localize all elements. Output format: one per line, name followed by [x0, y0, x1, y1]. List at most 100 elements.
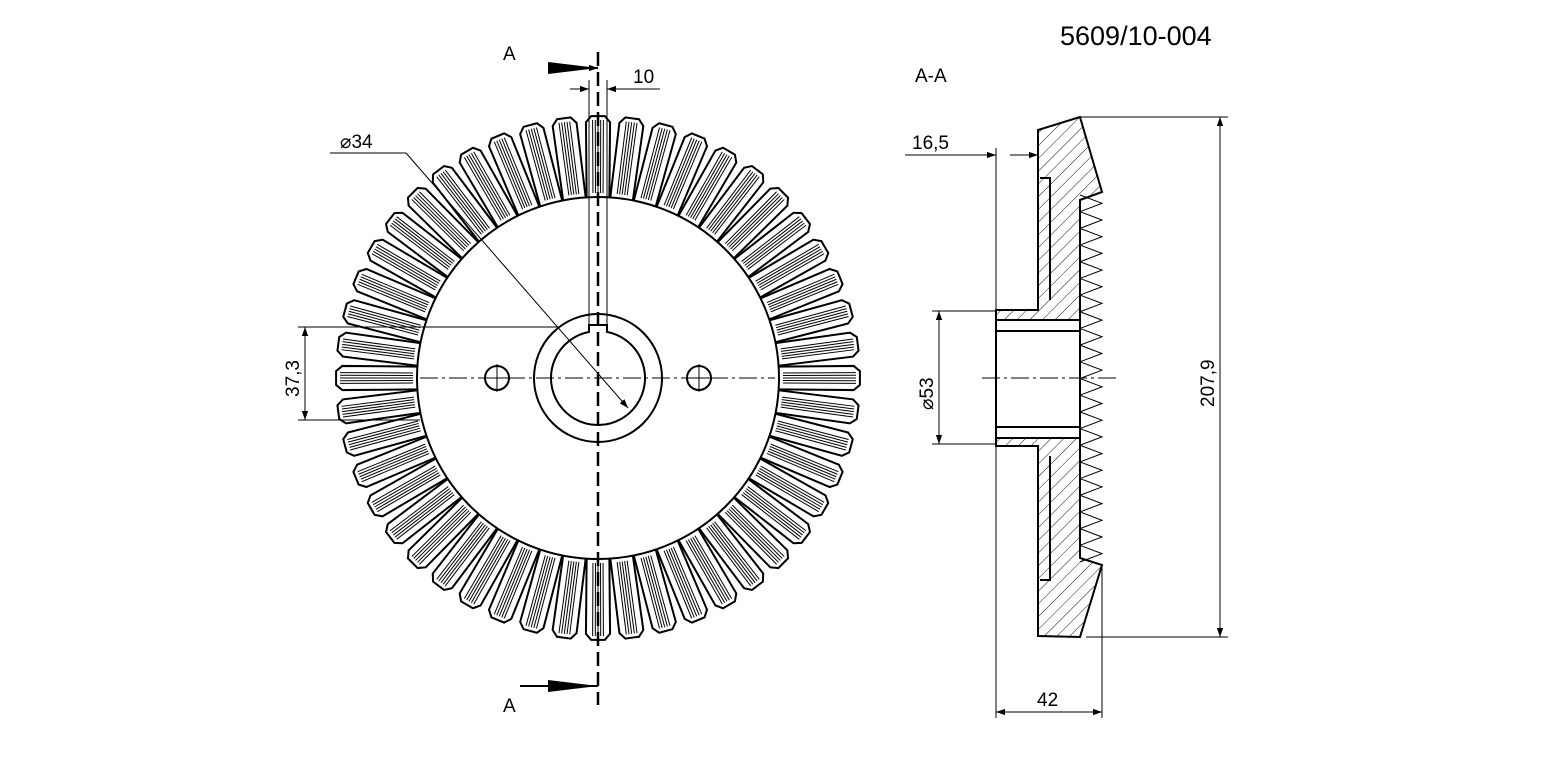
gear-tooth [384, 211, 463, 278]
outer-diameter-label: 207,9 [1198, 359, 1219, 407]
gear-tooth-line [694, 535, 733, 599]
gear-tooth-line [685, 540, 723, 605]
gear-tooth-line [690, 154, 728, 219]
gear-tooth-line [663, 550, 693, 619]
gear-tooth-line [694, 157, 733, 221]
gear-tooth [769, 299, 854, 344]
gear-tooth-line [466, 536, 504, 601]
gear-tooth-line [415, 195, 468, 248]
gear-tooth-line [528, 555, 549, 627]
gear-tooth-line [341, 396, 415, 407]
gear-tooth-line [503, 137, 533, 206]
gear-tooth-line [747, 486, 807, 532]
gear-tooth-line [419, 511, 472, 565]
gear-tooth-line [342, 338, 416, 350]
gear-tooth-line [668, 548, 698, 617]
gear-tooth-line [558, 122, 570, 196]
gear-tooth-line [756, 246, 821, 284]
hole-spacing-label: 37,3 [283, 360, 304, 397]
gear-tooth-line [781, 396, 855, 407]
gear-tooth-line [626, 122, 638, 196]
gear-tooth-line [348, 425, 420, 446]
gear-tooth-line [359, 278, 428, 308]
gear-tooth-line [741, 494, 800, 540]
gear-tooth-line [775, 305, 846, 326]
gear-tooth-line [493, 141, 524, 210]
gear-tooth-line [347, 313, 419, 334]
gear-tooth-line [413, 197, 466, 250]
gear-tooth-line [342, 404, 415, 415]
gear-tooth-line [755, 243, 819, 282]
gear-tooth-line [724, 191, 777, 245]
gear-tooth-line [616, 561, 627, 635]
gear-tooth-line [417, 193, 470, 246]
gear-tooth [487, 132, 541, 216]
bore-diameter-label: ⌀34 [340, 132, 373, 153]
gear-tooth [551, 555, 587, 640]
gear-tooth-line [781, 349, 855, 360]
gear-tooth [335, 364, 418, 392]
gear-tooth [748, 238, 830, 299]
gear-tooth-line [724, 511, 777, 565]
gear-tooth-line [360, 450, 429, 480]
gear-tooth-line [775, 427, 847, 448]
gear-tooth-line [525, 555, 546, 626]
gear-tooth [677, 146, 738, 228]
gear-tooth-line [493, 546, 524, 615]
gear-tooth [632, 122, 677, 207]
gear-tooth-line [745, 488, 805, 534]
gear-tooth-line [714, 176, 760, 235]
gear-tooth-line [642, 557, 663, 629]
gear-tooth [677, 528, 738, 610]
gear-tooth-line [463, 157, 502, 221]
gear-tooth-line [360, 276, 429, 306]
gear-tooth-line [394, 492, 454, 538]
gear-tooth [458, 528, 519, 610]
gear-tooth-line [444, 527, 490, 587]
gear-tooth-line [760, 465, 825, 503]
gear-tooth-line [342, 401, 415, 413]
key-width-dimension: 10 [570, 67, 660, 325]
gear-tooth-line [561, 122, 572, 195]
gear-tooth-line [442, 171, 488, 231]
gear-tooth-line [342, 406, 416, 418]
gear-tooth-line [396, 494, 455, 540]
gear-tooth-line [375, 472, 440, 510]
gear-tooth-line [770, 283, 839, 313]
gear-tooth-line [463, 535, 502, 599]
gear-tooth-line [498, 139, 528, 208]
gear-tooth-line [687, 539, 726, 604]
gear-tooth-line [626, 560, 638, 634]
gear-tooth-line [624, 122, 635, 195]
section-tooth-profile [1079, 194, 1104, 563]
hub-offset-label: 16,5 [912, 133, 949, 154]
gear-tooth-line [349, 308, 421, 329]
gear-tooth-line [685, 151, 723, 216]
section-title: A-A [915, 66, 947, 87]
gear-tooth-line [535, 127, 556, 199]
hub-offset-dimension: 16,5 [905, 130, 1039, 718]
gear-tooth [519, 122, 564, 207]
gear-tooth-line [759, 250, 824, 289]
gear-tooth-line [341, 349, 415, 360]
gear-tooth-line [533, 127, 554, 199]
gear-tooth-line [755, 474, 819, 513]
gear-tooth-line [361, 273, 430, 304]
gear-tooth [352, 267, 436, 321]
gear-tooth-line [767, 276, 836, 306]
gear-tooth-line [436, 176, 482, 235]
gear-tooth-line [347, 422, 419, 443]
gear-tooth-line [619, 121, 630, 195]
gear-tooth-line [781, 399, 855, 410]
gear-tooth-line [357, 443, 426, 473]
gear-tooth-line [413, 506, 466, 559]
gear-tooth-line [391, 488, 451, 534]
gear-tooth [384, 478, 463, 545]
total-width-dimension: 42 [996, 565, 1103, 718]
gear-tooth-line [361, 452, 430, 483]
gear-tooth-line [358, 281, 427, 310]
key-width-label: 10 [633, 67, 654, 88]
section-view: A-A 16,5 ⌀53 [905, 66, 1228, 718]
gear-tooth-line [358, 446, 427, 475]
gear-tooth-line [496, 547, 526, 616]
